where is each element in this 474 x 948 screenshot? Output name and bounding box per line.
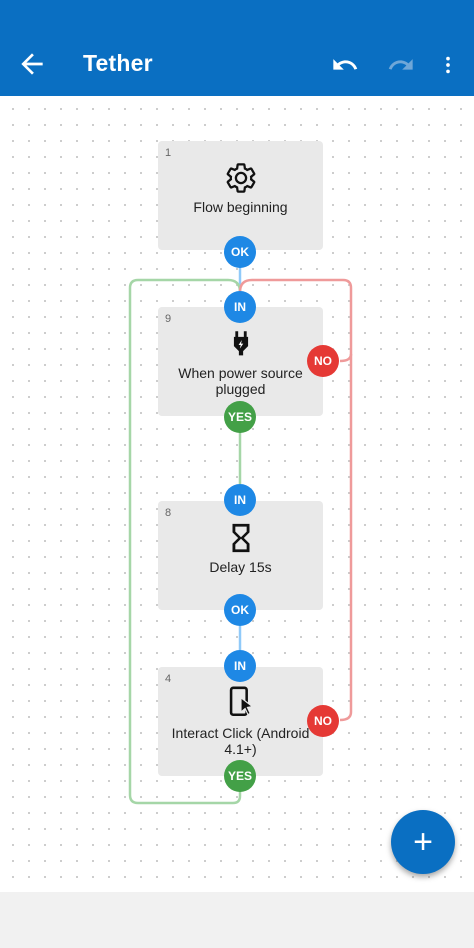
block-number: 4	[165, 673, 172, 685]
block-label: When power source plugged	[178, 365, 303, 397]
block-number: 1	[165, 147, 172, 159]
port-in[interactable]: IN	[224, 650, 256, 682]
link-yes-loop	[128, 278, 242, 805]
flow-block-start[interactable]: 1 Flow beginning	[158, 141, 323, 250]
app-bar: Tether	[0, 0, 474, 96]
gear-icon	[226, 163, 255, 193]
bottom-strip	[0, 892, 474, 948]
link-no-loop	[238, 278, 353, 363]
port-no[interactable]: NO	[307, 705, 339, 737]
page-title: Tether	[83, 50, 153, 76]
arrow-left-icon[interactable]	[16, 48, 48, 80]
more-vert-icon[interactable]	[437, 50, 459, 80]
flow-block-delay[interactable]: 8 Delay 15s	[158, 501, 323, 610]
redo-icon[interactable]	[386, 51, 416, 79]
block-number: 9	[165, 313, 172, 325]
flow-block-interact[interactable]: 4 Interact Click (Android 4.1+)	[158, 667, 323, 776]
port-ok[interactable]: OK	[224, 594, 256, 626]
undo-icon[interactable]	[330, 51, 360, 79]
port-in[interactable]: IN	[224, 484, 256, 516]
add-block-button[interactable]: +	[391, 810, 455, 874]
port-in[interactable]: IN	[224, 291, 256, 323]
block-label: Delay 15s	[209, 559, 272, 575]
hourglass-icon	[232, 523, 249, 553]
add-icon: +	[413, 822, 433, 861]
flow-block-power[interactable]: 9 When power source plugged	[158, 307, 323, 416]
port-yes[interactable]: YES	[224, 401, 256, 433]
port-yes[interactable]: YES	[224, 760, 256, 792]
block-label: Interact Click (Android 4.1+)	[171, 725, 310, 757]
block-label: Flow beginning	[193, 199, 288, 215]
port-no[interactable]: NO	[307, 345, 339, 377]
block-number: 8	[165, 507, 172, 519]
power-plug-icon	[233, 331, 248, 356]
tap-screen-icon	[229, 686, 254, 717]
port-ok[interactable]: OK	[224, 236, 256, 268]
link-no-loop-2	[339, 354, 353, 722]
